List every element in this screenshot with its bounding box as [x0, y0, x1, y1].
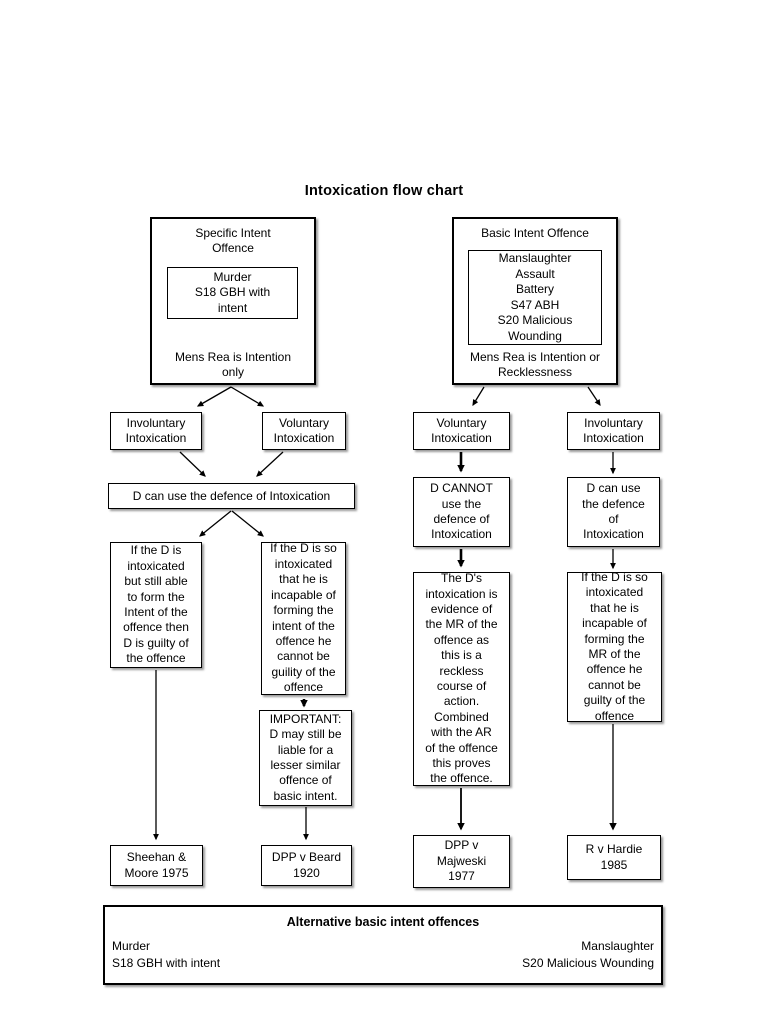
node-not-guilty: If the D is so intoxicated that he is in…: [261, 541, 346, 695]
specific-intent-heading: Specific Intent Offence: [195, 226, 271, 255]
node-cannot-use-defence: D CANNOT use the defence of Intoxication: [413, 477, 510, 547]
node-left-involuntary: Involuntary Intoxication: [110, 412, 202, 450]
case-dpp-beard: DPP v Beard 1920: [261, 845, 352, 886]
page-title: Intoxication flow chart: [304, 183, 464, 199]
node-can-use-defence: D can use the defence of Intoxication: [567, 477, 660, 547]
basic-mens-rea: Mens Rea is Intention or Recklessness: [469, 350, 601, 379]
node-still-guilty: If the D is intoxicated but still able t…: [110, 542, 202, 668]
alternative-offences-box: Alternative basic intent offences Murder…: [103, 905, 663, 985]
case-r-v-hardie: R v Hardie 1985: [567, 835, 661, 880]
specific-offences-box: Murder S18 GBH with intent: [167, 267, 298, 319]
node-hardie-rule: If the D is so intoxicated that he is in…: [567, 570, 662, 723]
case-sheehan-moore: Sheehan & Moore 1975: [110, 845, 203, 886]
defence-available-bar: D can use the defence of Intoxication: [108, 483, 355, 509]
basic-offences-box: Manslaughter Assault Battery S47 ABH S20…: [468, 250, 602, 345]
alternative-offences-left: Murder S18 GBH with intent: [112, 939, 221, 970]
alternative-offences-title: Alternative basic intent offences: [286, 915, 480, 929]
case-dpp-majewski: DPP v Majweski 1977: [413, 835, 510, 888]
basic-intent-box: Basic Intent Offence Manslaughter Assaul…: [452, 217, 618, 385]
node-right-voluntary: Voluntary Intoxication: [413, 412, 510, 450]
node-right-involuntary: Involuntary Intoxication: [567, 412, 660, 450]
node-important: IMPORTANT: D may still be liable for a l…: [259, 710, 352, 806]
node-majewski-rule: The D's intoxication is evidence of the …: [413, 571, 510, 786]
specific-mens-rea: Mens Rea is Intention only: [174, 350, 292, 379]
basic-intent-heading: Basic Intent Offence: [481, 226, 589, 240]
node-left-voluntary: Voluntary Intoxication: [262, 412, 346, 450]
alternative-offences-right: Manslaughter S20 Malicious Wounding: [522, 939, 654, 970]
specific-intent-box: Specific Intent Offence Murder S18 GBH w…: [150, 217, 316, 385]
